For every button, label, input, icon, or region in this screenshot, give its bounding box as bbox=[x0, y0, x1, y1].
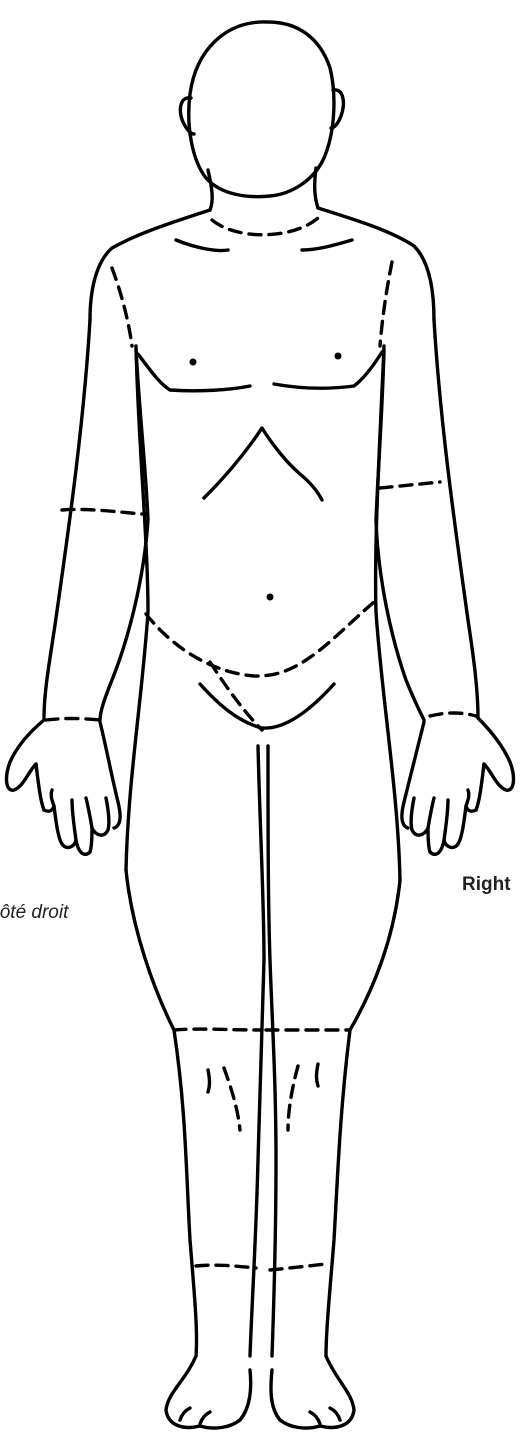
side-label-english: Right bbox=[462, 874, 511, 896]
head bbox=[180, 22, 343, 197]
left-arm bbox=[376, 320, 478, 720]
feet bbox=[166, 1356, 354, 1428]
right-arm bbox=[44, 320, 148, 720]
right-hand bbox=[7, 720, 121, 854]
chest bbox=[112, 262, 392, 500]
neck-shoulders bbox=[90, 168, 434, 320]
legs bbox=[126, 746, 400, 1356]
torso bbox=[126, 346, 400, 880]
left-hand bbox=[402, 718, 514, 854]
side-label-french: Côté droit bbox=[0, 902, 68, 924]
